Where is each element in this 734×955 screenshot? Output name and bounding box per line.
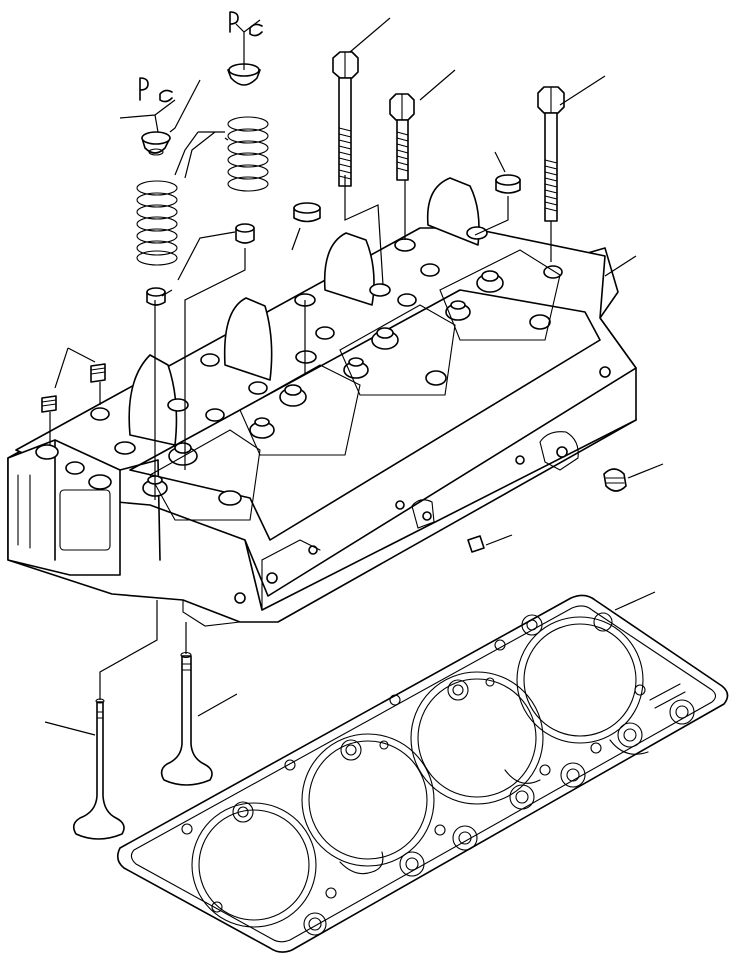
valve-collet-right <box>229 11 263 37</box>
head-bolt-3 <box>537 86 565 222</box>
intake-valve <box>160 651 213 786</box>
exhaust-valve <box>72 698 125 840</box>
plug-1 <box>41 395 57 413</box>
cylinder-head <box>7 177 637 627</box>
plug-3 <box>603 468 627 492</box>
valve-spring-left <box>136 131 178 306</box>
plug-2 <box>90 363 106 383</box>
head-bolt-1 <box>332 51 359 187</box>
plug-4 <box>467 535 485 553</box>
valve-collet-left <box>139 77 173 103</box>
valve-spring-right <box>227 63 269 244</box>
dowel-sleeve-1 <box>293 202 321 223</box>
head-gasket <box>116 594 729 953</box>
dowel-sleeve-2 <box>495 174 521 194</box>
guide-line <box>474 196 509 236</box>
head-bolt-2 <box>389 93 415 181</box>
leader-lines <box>44 17 664 736</box>
